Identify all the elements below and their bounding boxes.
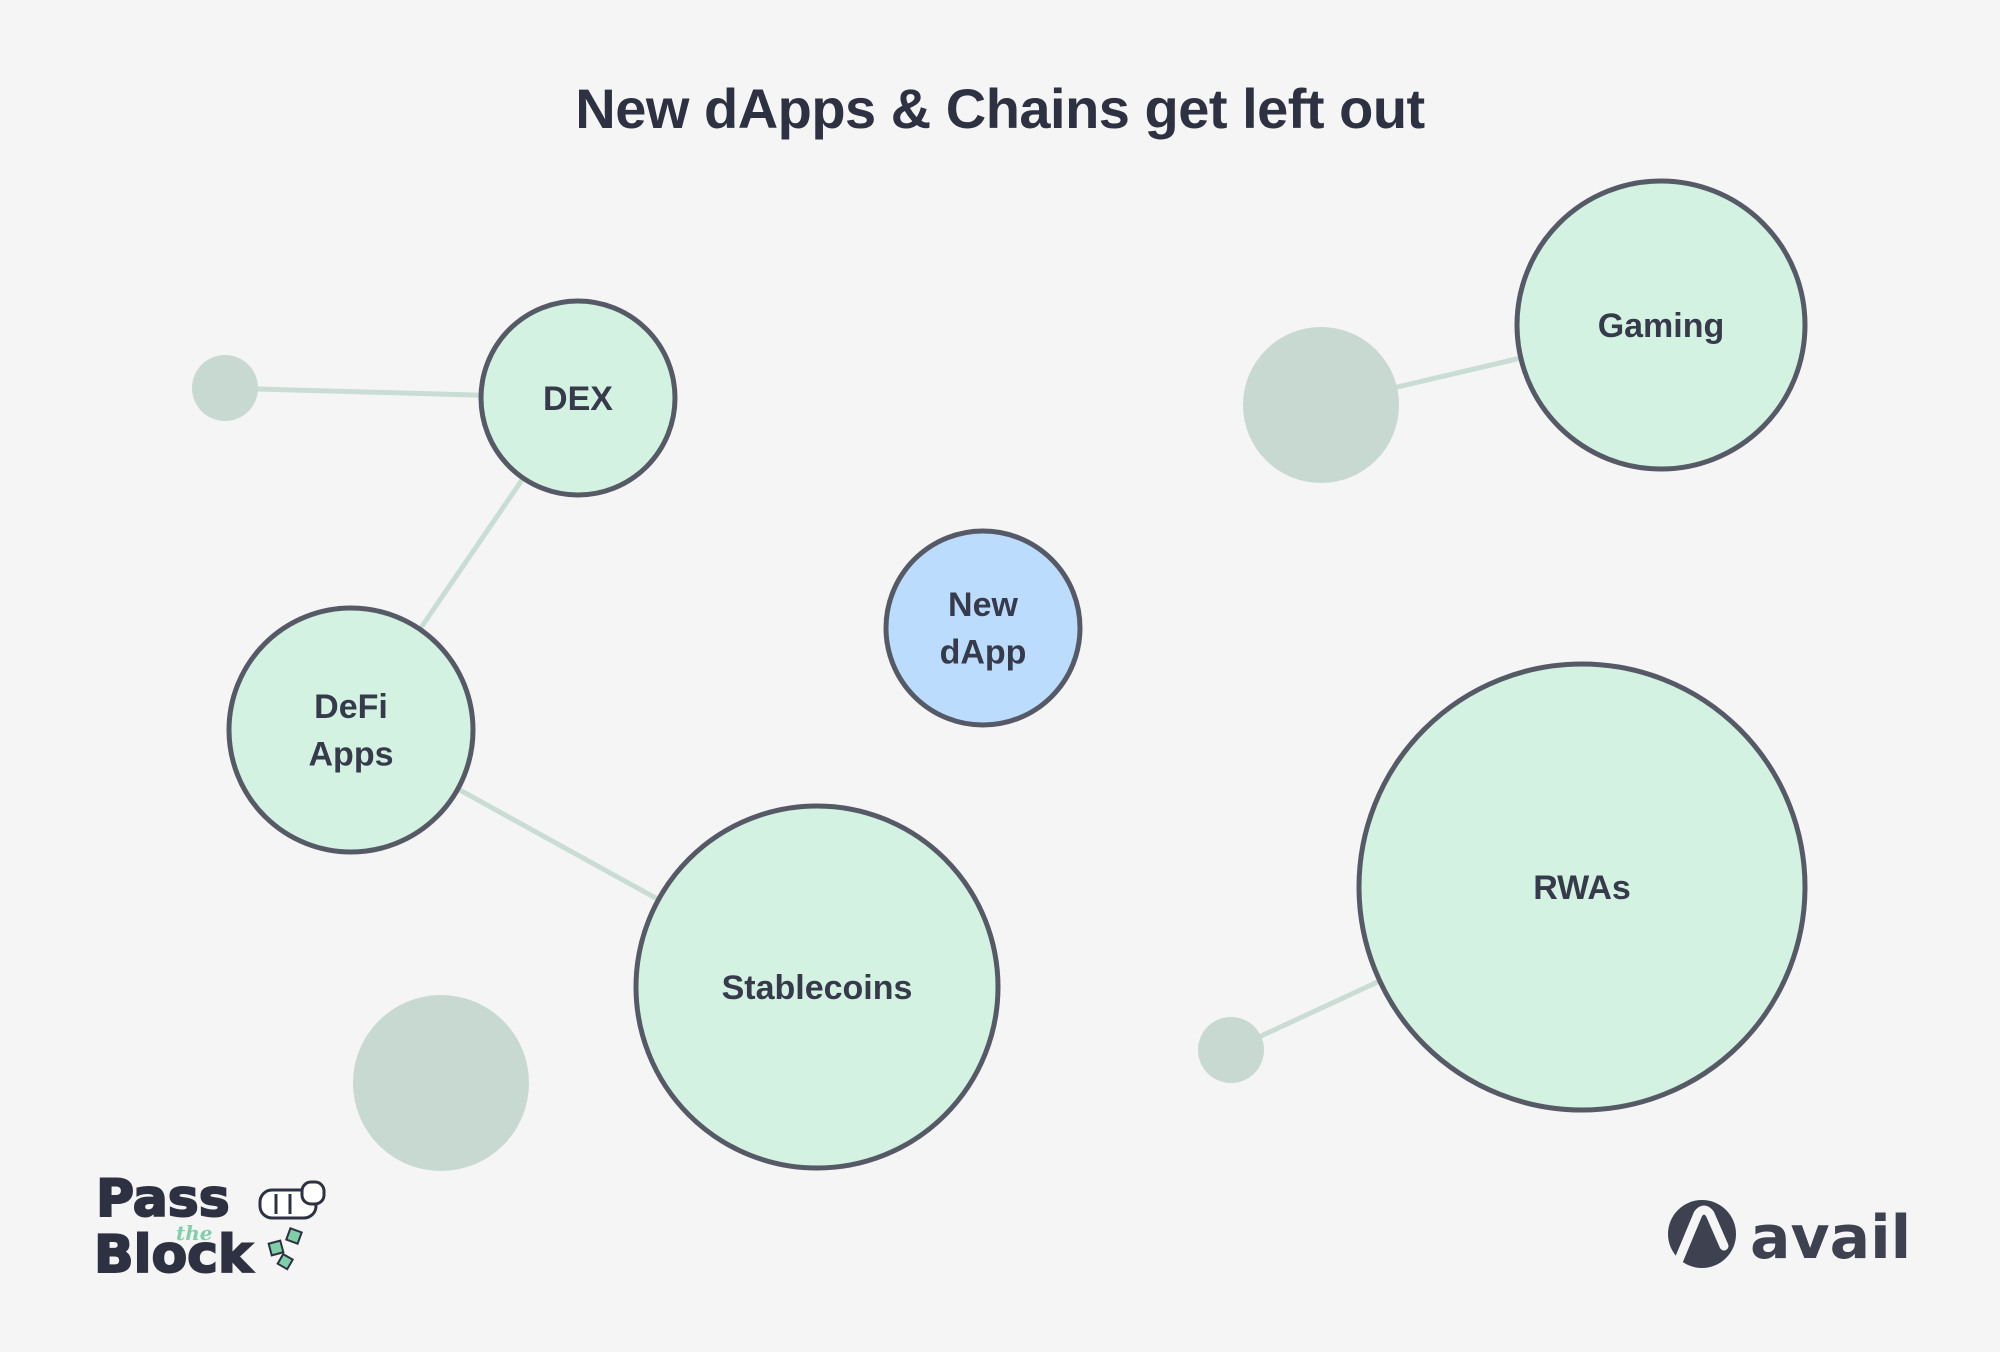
node-gaming: Gaming — [1514, 178, 1808, 472]
node-label-defi-apps: DeFi — [314, 688, 388, 726]
cubes-icon — [267, 1227, 303, 1271]
node-label-defi-apps: Apps — [309, 736, 394, 774]
svg-text:the: the — [176, 1221, 213, 1245]
ghost-nodes-layer — [192, 327, 1399, 1171]
node-label-stablecoins: Stablecoins — [722, 969, 913, 1007]
svg-text:Pass: Pass — [96, 1169, 230, 1229]
hand-icon — [258, 1180, 326, 1220]
node-circle-stablecoins — [633, 803, 1001, 1171]
node-label-new-dapp: dApp — [940, 634, 1027, 672]
node-circle-new-dapp — [883, 528, 1083, 728]
avail-wordmark: avail — [1750, 1203, 1911, 1273]
node-new-dapp: New dApp — [883, 528, 1083, 728]
node-label-rwas: RWAs — [1533, 869, 1631, 907]
ghost-3-node — [353, 995, 529, 1171]
node-rwas: RWAs — [1356, 661, 1808, 1113]
avail-logo: avail — [1664, 1192, 1924, 1287]
pass-the-block-logo: Pass the Block — [92, 1168, 342, 1286]
node-circle-dex — [478, 298, 678, 498]
avail-logo-icon — [1668, 1200, 1736, 1268]
node-circle-gaming — [1514, 178, 1808, 472]
svg-text:Block: Block — [94, 1225, 254, 1278]
node-label-new-dapp: New — [948, 586, 1018, 624]
node-dex: DEX — [478, 298, 678, 498]
ghost-2-node — [1243, 327, 1399, 483]
node-label-dex: DEX — [543, 380, 613, 418]
node-circle-rwas — [1356, 661, 1808, 1113]
ghost-4-node — [1198, 1017, 1264, 1083]
node-label-gaming: Gaming — [1598, 307, 1725, 345]
node-stablecoins: Stablecoins — [633, 803, 1001, 1171]
ghost-1-node — [192, 355, 258, 421]
diagram-title: New dApps & Chains get left out — [575, 77, 1425, 140]
node-circle-defi-apps — [226, 605, 476, 855]
